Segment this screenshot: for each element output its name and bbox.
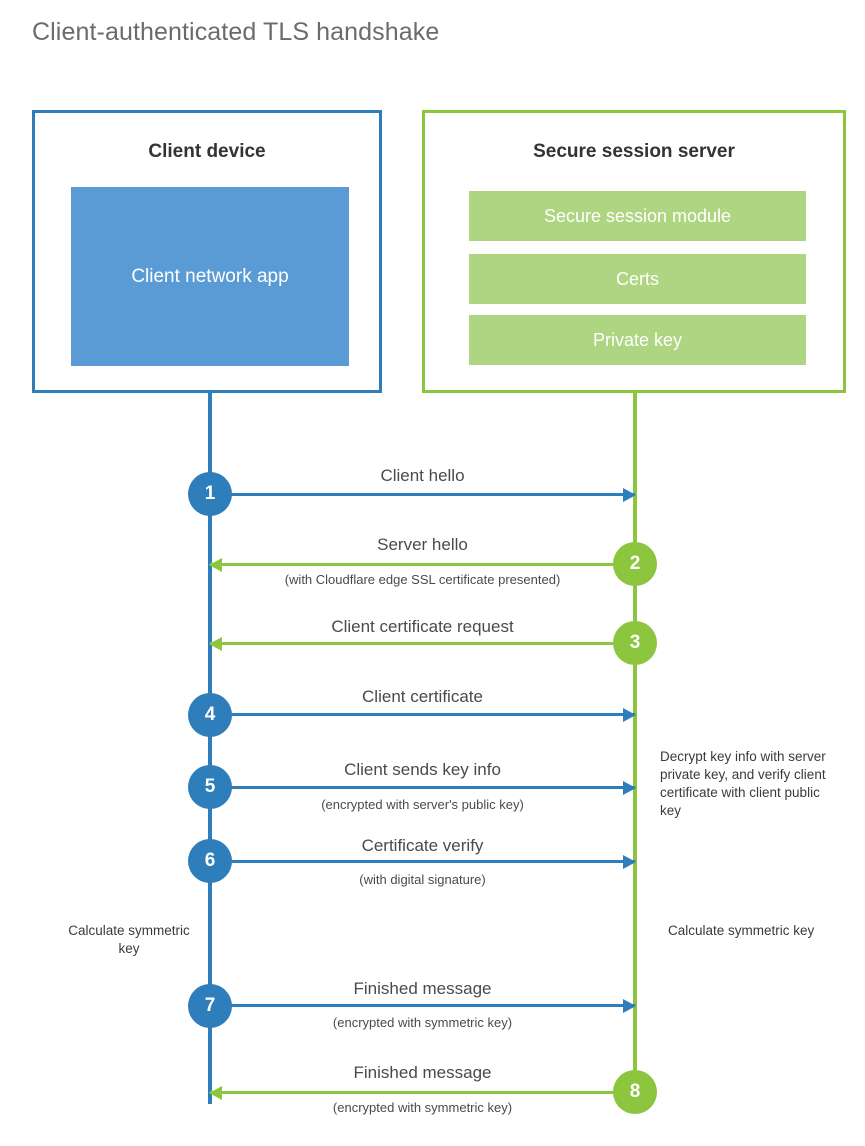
step-7-marker[interactable]: 7 [188, 984, 232, 1028]
step-8-arrow [209, 1085, 635, 1100]
secure-session-server-box: Secure session server Secure session mod… [422, 110, 846, 393]
step-2-arrow [209, 557, 635, 572]
page-title: Client-authenticated TLS handshake [32, 18, 440, 46]
step-7-arrow [210, 998, 636, 1013]
step-5-arrow [210, 780, 636, 795]
step-2-marker[interactable]: 2 [613, 542, 657, 586]
arrowhead-left-icon [209, 557, 222, 572]
step-4-marker[interactable]: 4 [188, 693, 232, 737]
client-device-title: Client device [148, 141, 266, 162]
arrowhead-right-icon [623, 998, 636, 1013]
step-6-label: Certificate verify [361, 836, 484, 855]
server-lifeline [633, 393, 637, 1092]
arrowhead-right-icon [623, 487, 636, 502]
client-device-box: Client device Client network app [32, 110, 382, 393]
secure-session-server-title: Secure session server [533, 141, 735, 162]
note-calculate-symmetric-key-client: Calculate symmetric key [68, 923, 190, 956]
step-6-sublabel: (with digital signature) [359, 872, 486, 887]
step-2-label: Server hello [377, 535, 468, 554]
step-3-marker[interactable]: 3 [613, 621, 657, 665]
arrowhead-right-icon [623, 854, 636, 869]
client-network-app-block: Client network app [71, 187, 349, 366]
step-4-arrow [210, 707, 636, 722]
client-lifeline [208, 393, 212, 1104]
step-5-sublabel: (encrypted with server's public key) [321, 797, 524, 812]
step-6-arrow [210, 854, 636, 869]
step-4-label: Client certificate [362, 687, 483, 706]
arrowhead-right-icon [623, 780, 636, 795]
step-7-sublabel: (encrypted with symmetric key) [332, 1015, 513, 1030]
arrowhead-left-icon [209, 1085, 222, 1100]
step-3-label: Client certificate request [331, 617, 514, 636]
step-6-marker[interactable]: 6 [188, 839, 232, 883]
step-8-label: Finished message [353, 1063, 492, 1082]
step-5-label: Client sends key info [344, 760, 501, 779]
arrowhead-left-icon [209, 636, 222, 651]
step-8-marker[interactable]: 8 [613, 1070, 657, 1114]
step-5-marker[interactable]: 5 [188, 765, 232, 809]
arrowhead-right-icon [623, 707, 636, 722]
server-component-secure-session-module: Secure session module [469, 191, 806, 241]
note-calculate-symmetric-key-server: Calculate symmetric key [668, 923, 815, 938]
step-1-arrow [210, 487, 636, 502]
note-decrypt-key-info: Decrypt key info with server private key… [660, 749, 826, 818]
step-1-label: Client hello [380, 466, 465, 485]
server-component-private-key: Private key [469, 315, 806, 365]
step-8-sublabel: (encrypted with symmetric key) [332, 1100, 513, 1115]
step-7-label: Finished message [353, 979, 492, 998]
step-1-marker[interactable]: 1 [188, 472, 232, 516]
step-2-sublabel: (with Cloudflare edge SSL certificate pr… [284, 572, 561, 587]
step-3-arrow [209, 636, 635, 651]
server-component-certs: Certs [469, 254, 806, 304]
